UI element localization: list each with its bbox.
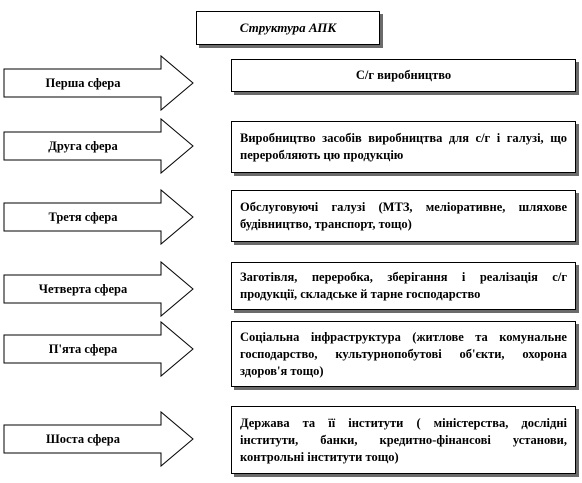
diagram-title: Структура АПК — [196, 11, 380, 45]
sphere-arrow-label-4: Четверта сфера — [38, 281, 128, 296]
sphere-arrow-label-1: Перша сфера — [45, 75, 121, 90]
sphere-description-5: Соціальна інфраструктура (житлове та ком… — [240, 329, 567, 378]
sphere-arrow-2: Друга сфера — [3, 117, 194, 175]
sphere-box-2: Виробництво засобів виробництва для с/г … — [231, 121, 576, 173]
sphere-description-3: Обслуговуючі галузі (МТЗ, меліоративне, … — [240, 200, 567, 231]
sphere-box-4: Заготівля, переробка, зберігання і реалі… — [231, 262, 576, 310]
sphere-box-3: Обслуговуючі галузі (МТЗ, меліоративне, … — [231, 190, 576, 242]
arrow-shape-2 — [3, 117, 194, 175]
sphere-arrow-label-6: Шоста сфера — [46, 431, 120, 446]
sphere-arrow-label-2: Друга сфера — [48, 138, 118, 153]
sphere-box-6: Держава та її інститути ( міністерства, … — [231, 406, 576, 474]
sphere-description-2: Виробництво засобів виробництва для с/г … — [240, 131, 567, 162]
sphere-arrow-1: Перша сфера — [3, 54, 194, 112]
sphere-arrow-5: П'ята сфера — [3, 320, 194, 378]
sphere-description-4: Заготівля, переробка, зберігання і реалі… — [240, 270, 567, 301]
sphere-box-5: Соціальна інфраструктура (житлове та ком… — [231, 321, 576, 387]
arrow-shape-5 — [3, 320, 194, 378]
sphere-description-6: Держава та її інститути ( міністерства, … — [240, 415, 567, 464]
sphere-arrow-label-5: П'ята сфера — [48, 341, 118, 356]
sphere-description-1: С/г виробництво — [355, 68, 452, 82]
arrow-shape-3 — [3, 188, 194, 246]
sphere-arrow-label-3: Третя сфера — [48, 209, 118, 224]
sphere-arrow-3: Третя сфера — [3, 188, 194, 246]
diagram-title-text: Структура АПК — [239, 20, 337, 35]
arrow-shape-6 — [3, 410, 194, 468]
arrow-shape-1 — [3, 54, 194, 112]
arrow-shape-4 — [3, 260, 194, 318]
sphere-box-1: С/г виробництво — [231, 59, 576, 92]
sphere-arrow-4: Четверта сфера — [3, 260, 194, 318]
sphere-arrow-6: Шоста сфера — [3, 410, 194, 468]
